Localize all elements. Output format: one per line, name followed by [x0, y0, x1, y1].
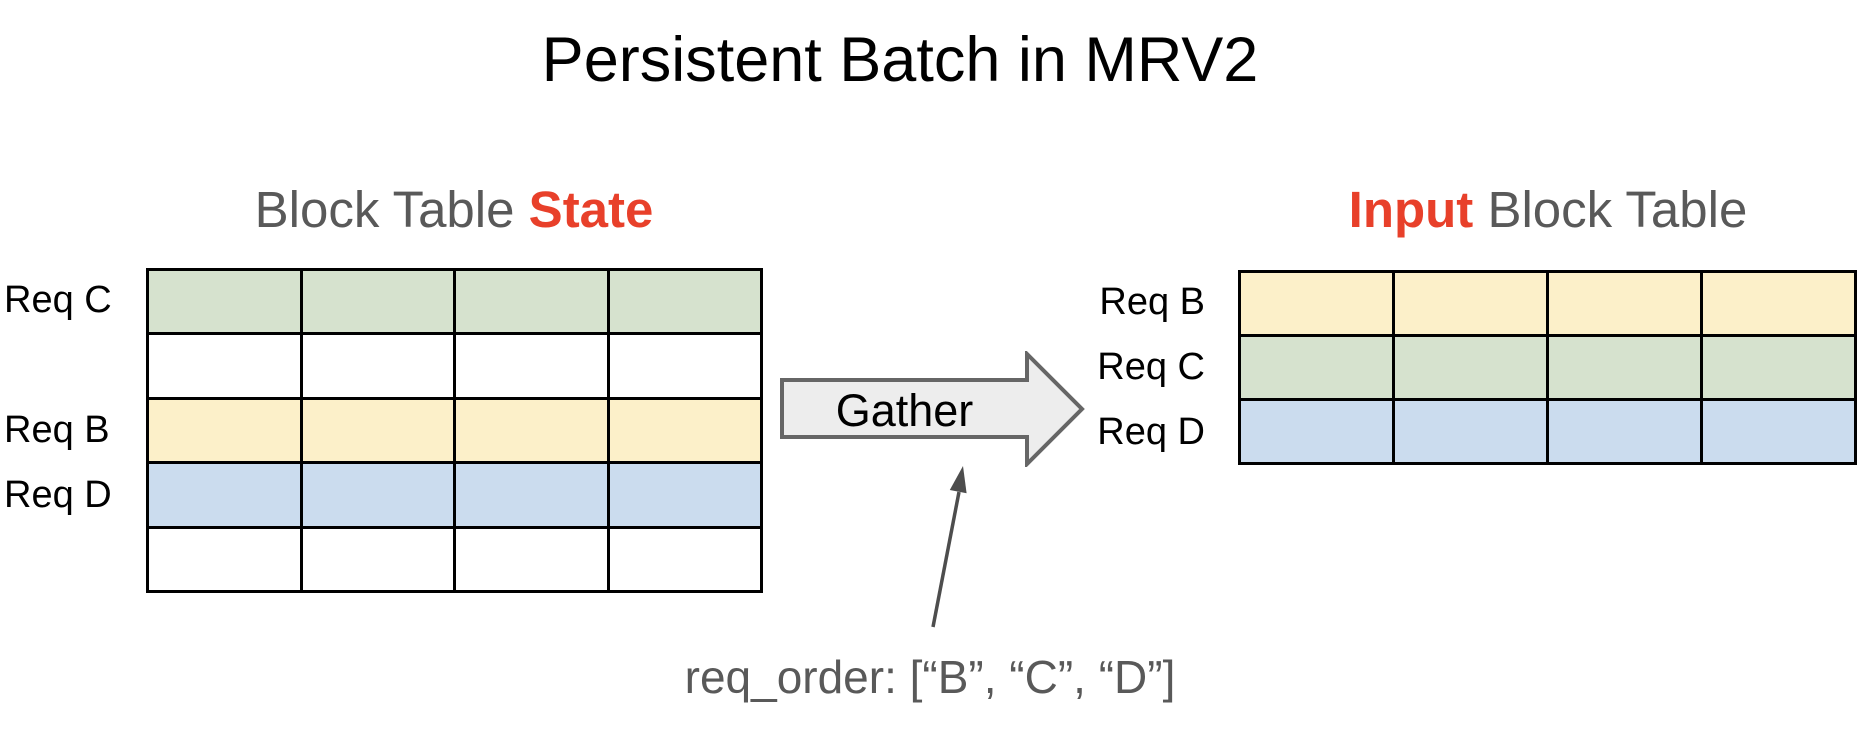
- block-cell: [1241, 401, 1392, 462]
- slide-title: Persistent Batch in MRV2: [541, 25, 1259, 95]
- block-cell: [149, 464, 300, 526]
- block-cell: [456, 271, 607, 333]
- block-cell: [456, 399, 607, 462]
- row-label-req-c: Req C: [4, 279, 112, 321]
- input-block-table: [1238, 270, 1857, 465]
- state-block-table: [146, 268, 763, 593]
- block-cell: [1241, 273, 1392, 334]
- block-cell: [302, 528, 453, 590]
- state-table-row-labels: Req C Req B Req D: [4, 268, 144, 593]
- block-cell: [456, 335, 607, 397]
- block-cell: [609, 335, 760, 397]
- block-cell: [1395, 273, 1546, 334]
- input-table-row-labels: Req B Req C Req D: [1000, 270, 1205, 465]
- block-cell: [1549, 337, 1700, 398]
- block-cell: [149, 271, 300, 333]
- block-cell: [1395, 337, 1546, 398]
- block-cell: [609, 528, 760, 590]
- block-cell: [1241, 337, 1392, 398]
- block-cell: [609, 464, 760, 526]
- row-label-req-d: Req D: [1097, 411, 1205, 453]
- block-cell: [609, 271, 760, 333]
- block-cell: [1395, 401, 1546, 462]
- gather-arrow-label: Gather: [835, 384, 974, 436]
- row-label-req-b: Req B: [1099, 281, 1205, 323]
- req-order-footnote: req_order: [“B”, “C”, “D”]: [684, 651, 1176, 703]
- block-cell: [149, 335, 300, 397]
- block-cell: [456, 528, 607, 590]
- block-cell: [609, 399, 760, 462]
- block-cell: [302, 271, 453, 333]
- row-label-req-c: Req C: [1097, 346, 1205, 388]
- block-cell: [1549, 273, 1700, 334]
- block-cell: [302, 464, 453, 526]
- block-cell: [456, 464, 607, 526]
- block-cell: [302, 399, 453, 462]
- gather-arrow-icon: [780, 351, 1085, 467]
- block-cell: [1549, 401, 1700, 462]
- block-cell: [149, 399, 300, 462]
- block-cell: [302, 335, 453, 397]
- input-table-heading-plain: Block Table: [1473, 181, 1748, 238]
- input-table-heading: Input Block Table: [1148, 180, 1874, 240]
- input-table-heading-accent: Input: [1348, 181, 1474, 238]
- row-label-req-b: Req B: [4, 409, 110, 451]
- state-table-heading-plain: Block Table: [254, 181, 529, 238]
- req-order-pointer-arrow-icon: [931, 466, 967, 628]
- row-label-req-d: Req D: [4, 474, 112, 516]
- block-cell: [1703, 273, 1854, 334]
- block-cell: [1703, 401, 1854, 462]
- block-cell: [149, 528, 300, 590]
- state-table-heading-accent: State: [528, 181, 654, 238]
- block-cell: [1703, 337, 1854, 398]
- state-table-heading: Block Table State: [54, 180, 854, 240]
